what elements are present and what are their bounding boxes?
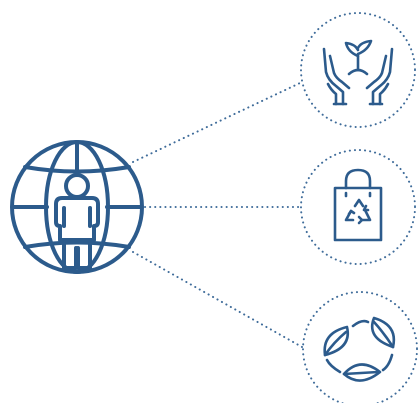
- recycle-shopping-bag-icon: [333, 168, 383, 242]
- hands-holding-sprout-icon: [322, 39, 394, 106]
- connectors: [132, 82, 303, 348]
- connector-top: [132, 82, 301, 163]
- dotted-circles: [300, 12, 418, 403]
- circle-top: [300, 12, 416, 128]
- connector-bottom: [132, 251, 303, 348]
- circle-middle: [300, 149, 416, 265]
- globe-with-person-icon: [10, 140, 144, 274]
- circle-bottom: [302, 291, 418, 403]
- three-leaves-cycle-icon: [323, 316, 396, 382]
